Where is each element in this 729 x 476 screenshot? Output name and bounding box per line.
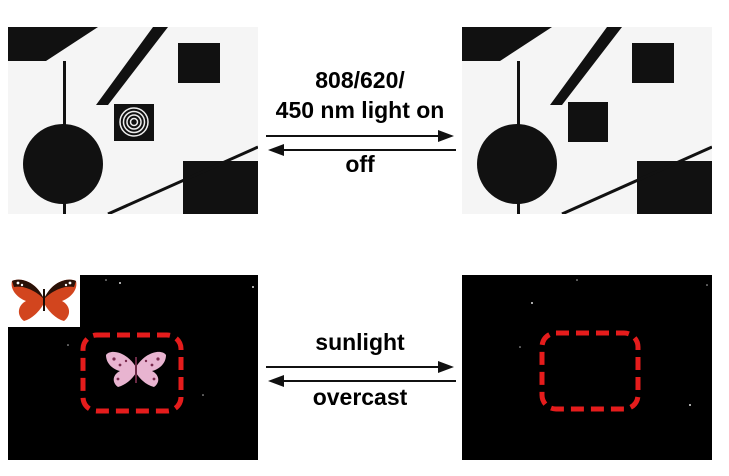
patterned-butterfly-icon [106,351,166,387]
bottom-right-drawing [462,275,712,460]
vertical-stick-shape [517,61,520,139]
bottom-right-box-shape [183,161,258,214]
vertical-stick-shape [63,61,66,139]
top-left-panel [8,27,258,214]
top-double-arrow-icon [266,130,456,156]
bottom-double-arrow-icon [266,361,456,387]
bottom-left-panel [8,275,258,460]
bottom-label-below: overcast [312,384,408,410]
top-label-below: off [345,151,375,177]
top-square-shape [632,43,674,83]
top-label-line1: 808/620/ [315,67,405,93]
top-label-line2: 450 nm light on [275,97,445,123]
butterfly-photo-inset [8,275,80,327]
top-right-panel [462,27,712,214]
circle-shape [23,124,103,204]
bottom-label-above: sunlight [315,329,405,355]
diagonal-band-shape [96,27,168,105]
trapezoid-shape [8,27,98,61]
bottom-right-box-shape [637,161,712,214]
concentric-target-icon [114,104,154,141]
trapezoid-shape [462,27,552,61]
darkened-square-icon [568,102,608,142]
circle-shape [477,124,557,204]
top-square-shape [178,43,220,83]
top-left-drawing [8,27,258,214]
top-right-drawing [462,27,712,214]
bottom-left-drawing [8,275,258,460]
diagonal-band-shape [550,27,622,105]
bottom-right-panel [462,275,712,460]
